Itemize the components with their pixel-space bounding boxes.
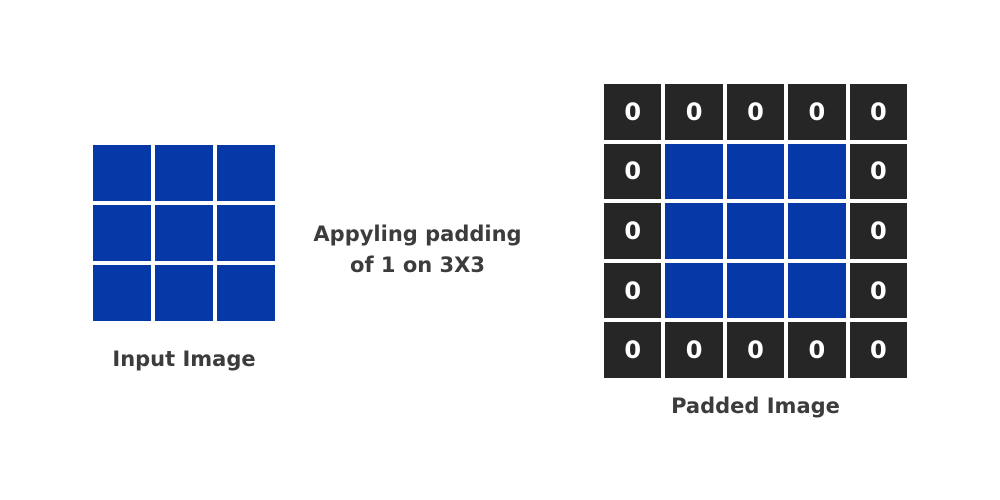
original-cell	[726, 143, 785, 200]
original-cell	[788, 262, 846, 319]
padding-cell: 0	[665, 322, 723, 378]
padding-cell: 0	[849, 203, 907, 259]
input-image-label: Input Image	[112, 347, 256, 371]
padding-caption: Appyling padding of 1 on 3X3	[300, 219, 535, 281]
original-cell	[726, 262, 785, 319]
input-cell	[217, 145, 275, 201]
input-cell	[93, 205, 151, 261]
original-cell	[665, 262, 723, 319]
original-cell	[726, 203, 785, 259]
padded-image-label: Padded Image	[671, 394, 840, 418]
input-cell	[217, 265, 275, 321]
input-cell	[93, 145, 151, 201]
padding-cell: 0	[726, 84, 785, 140]
input-cell	[155, 265, 213, 321]
padding-cell: 0	[604, 322, 662, 378]
padding-cell: 0	[604, 203, 662, 259]
padding-cell: 0	[849, 322, 907, 378]
input-cell	[217, 205, 275, 261]
padding-cell: 0	[788, 322, 846, 378]
padding-cell: 0	[788, 84, 846, 140]
input-cell	[155, 205, 213, 261]
input-cell	[93, 265, 151, 321]
padding-cell: 0	[849, 262, 907, 319]
padding-cell: 0	[604, 262, 662, 319]
caption-line-1: Appyling padding	[313, 222, 522, 246]
padding-cell: 0	[604, 84, 662, 140]
padding-cell: 0	[726, 322, 785, 378]
padding-cell: 0	[604, 143, 662, 200]
padding-cell: 0	[665, 84, 723, 140]
caption-line-2: of 1 on 3X3	[350, 253, 485, 277]
original-cell	[665, 203, 723, 259]
original-cell	[788, 143, 846, 200]
input-image-grid	[93, 145, 275, 321]
padding-cell: 0	[849, 84, 907, 140]
original-cell	[665, 143, 723, 200]
input-cell	[155, 145, 213, 201]
original-cell	[788, 203, 846, 259]
padding-cell: 0	[849, 143, 907, 200]
